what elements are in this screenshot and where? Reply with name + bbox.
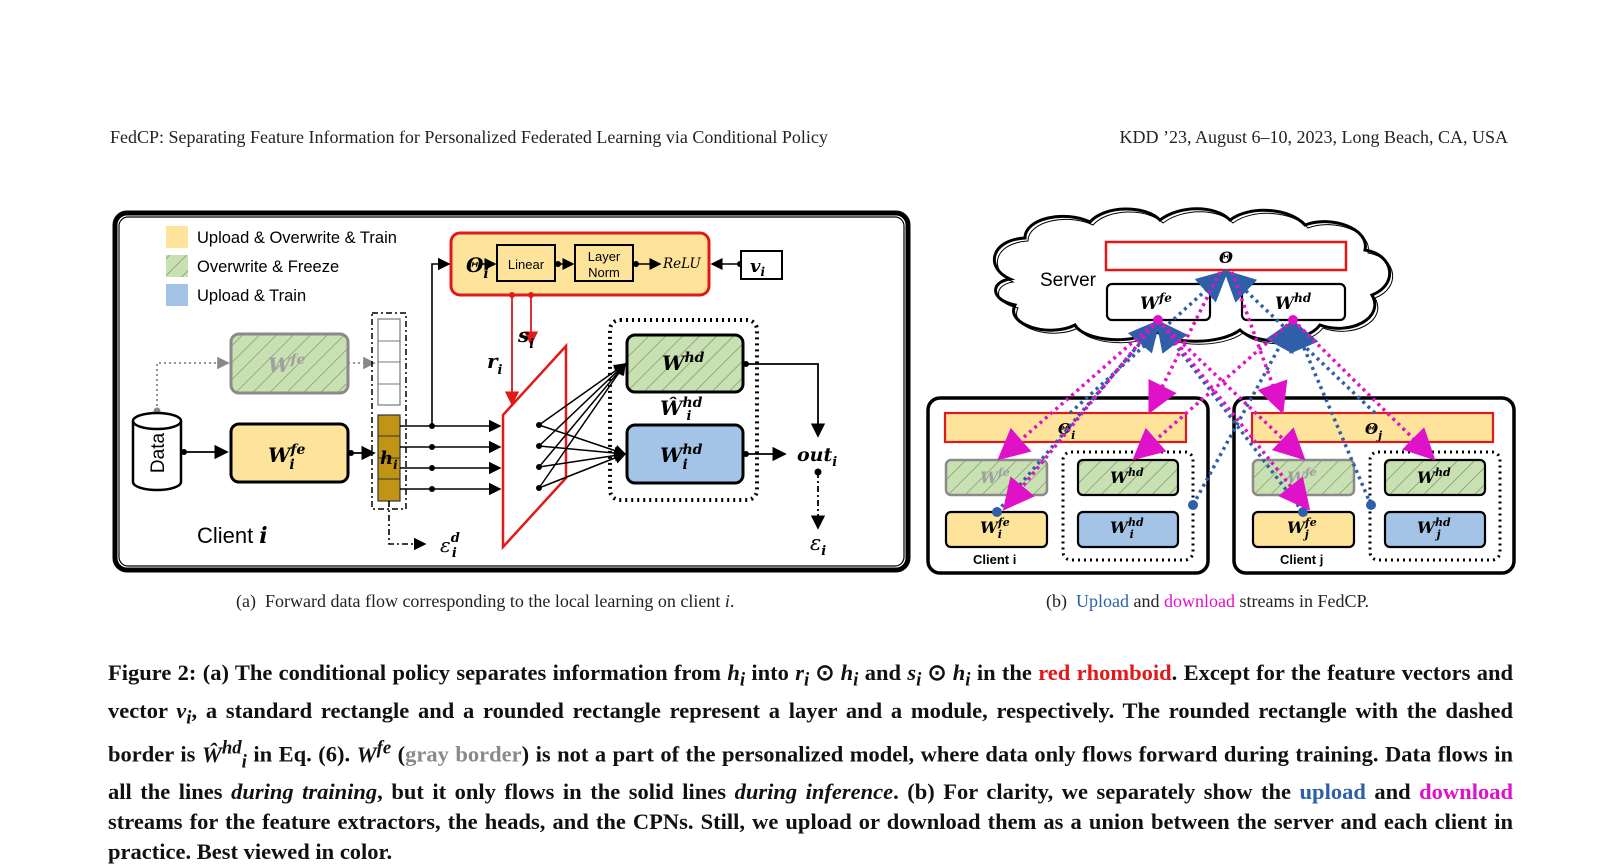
legend-swatch-yellow [166, 226, 188, 248]
linear-label: Linear [508, 257, 545, 272]
vector-v [740, 250, 783, 280]
caption-red-rhomboid: red rhomboid [1038, 660, 1172, 685]
legend-label-0: Upload & Overwrite & Train [197, 229, 397, 247]
svg-text:Whd: Whd [1417, 466, 1451, 487]
subcaption-a: (a) Forward data flow corresponding to t… [236, 591, 735, 611]
svg-text:Wfe: Wfe [980, 466, 1010, 487]
norm-label: Norm [588, 265, 620, 280]
legend-swatch-green [166, 255, 188, 277]
relu-label: ReLU [662, 256, 701, 272]
legend: Upload & Overwrite & Train Overwrite & F… [166, 226, 397, 306]
svg-text:Whd: Whd [1275, 291, 1312, 314]
figure-2: Upload & Overwrite & Train Overwrite & F… [112, 207, 1516, 575]
svg-text:si: si [517, 323, 534, 352]
subcaption-b: (b) Upload and download streams in FedCP… [1046, 591, 1370, 611]
data-cylinder: Data [131, 411, 183, 492]
svg-text:vi: vi [750, 256, 765, 279]
svg-text:Whd: Whd [1110, 466, 1144, 487]
svg-text:ri: ri [487, 349, 503, 378]
legend-swatch-blue [166, 284, 188, 306]
client-label: Client [197, 523, 253, 548]
head-module [608, 318, 759, 502]
cpn-module: Θi Linear Layer Norm ReLU [449, 231, 743, 297]
global-feature-vector [377, 318, 401, 406]
linear-layer [496, 244, 556, 282]
figure-caption: Figure 2: (a) The conditional policy sep… [108, 660, 1513, 864]
svg-text:hi: hi [380, 448, 398, 472]
svg-text:Wfe: Wfe [1140, 291, 1172, 314]
client-j-label: Client j [1280, 552, 1323, 567]
svg-text:Θi: Θi [466, 253, 489, 282]
legend-label-2: Upload & Train [197, 287, 306, 305]
layernorm-layer [574, 244, 634, 282]
figure-a: Upload & Overwrite & Train Overwrite & F… [112, 210, 911, 573]
running-header-venue: KDD ’23, August 6–10, 2023, Long Beach, … [1119, 127, 1509, 147]
svg-text:εdi: εdi [440, 531, 460, 561]
svg-text:Θ: Θ [1219, 248, 1233, 267]
download-streams [997, 271, 1436, 511]
svg-text:Wfe: Wfe [268, 352, 305, 377]
svg-text:Ŵhdi: Ŵhdi [660, 395, 703, 424]
svg-text:εi: εi [810, 531, 826, 559]
layer-label: Layer [588, 249, 621, 264]
theta-label: Θ [466, 253, 484, 277]
svg-text:Whd: Whd [662, 350, 705, 375]
legend-label-1: Overwrite & Freeze [197, 258, 339, 276]
svg-text:Θj: Θj [1365, 420, 1382, 442]
server-label: Server [1040, 270, 1097, 291]
client-i-label: Client i [973, 552, 1016, 567]
upload-streams [995, 269, 1377, 514]
data-label: Data [148, 433, 169, 474]
running-header-title: FedCP: Separating Feature Information fo… [110, 127, 828, 147]
svg-text:outi: outi [797, 444, 837, 470]
svg-text:Θi: Θi [1058, 420, 1075, 442]
